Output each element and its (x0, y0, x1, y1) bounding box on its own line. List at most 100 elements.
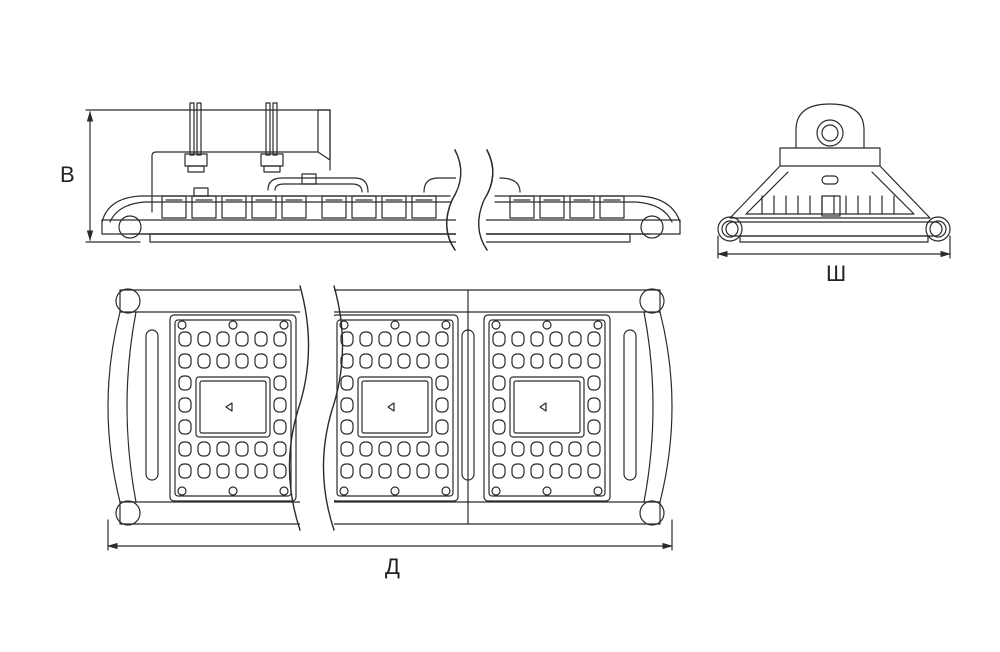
led-lens (587, 375, 601, 391)
end-tube-left-inner (721, 220, 739, 238)
cooling-fin (509, 195, 535, 219)
led-lens (273, 375, 287, 391)
led-lens (511, 353, 525, 369)
led-lens (216, 441, 230, 457)
screw (228, 320, 238, 330)
screw (279, 486, 289, 496)
cooling-fin (191, 195, 217, 219)
led-lens (216, 331, 230, 347)
end-fins (761, 195, 895, 217)
cooling-fin (351, 195, 377, 219)
plan-break-left (288, 285, 310, 531)
led-lens (235, 331, 249, 347)
cooling-fin (321, 195, 347, 219)
screw (390, 320, 400, 330)
cap-top-left (115, 288, 141, 314)
led-module (169, 314, 297, 502)
led-lens (530, 441, 544, 457)
led-lens (549, 463, 563, 479)
end-tube-right (925, 216, 951, 242)
end-lens (739, 235, 929, 243)
cooling-fin (539, 195, 565, 219)
end-view (716, 103, 952, 259)
cable-gland (301, 173, 317, 185)
mount-bolt-right (260, 102, 284, 173)
led-lens (178, 375, 192, 391)
led-lens (397, 463, 411, 479)
screw (491, 320, 501, 330)
led-lens (435, 419, 449, 435)
led-lens (178, 353, 192, 369)
led-lens (511, 441, 525, 457)
mount-bolt-left (184, 102, 208, 173)
led-lens (587, 463, 601, 479)
led-lens (492, 419, 506, 435)
led-lens (587, 441, 601, 457)
arrow-icon (225, 402, 233, 412)
led-module (483, 314, 611, 502)
module-inner-frame (488, 319, 606, 497)
led-lens (378, 331, 392, 347)
height-label: В (60, 162, 75, 187)
led-lens (340, 397, 354, 413)
driver-block (357, 376, 433, 438)
led-lens (568, 441, 582, 457)
end-base (725, 221, 943, 237)
cooling-fin (381, 195, 407, 219)
module-frame (483, 314, 611, 502)
driver-block (195, 376, 271, 438)
led-lens (568, 463, 582, 479)
led-lens (254, 331, 268, 347)
end-connector (821, 195, 841, 217)
cooling-fin (251, 195, 277, 219)
end-curve-left (107, 311, 121, 503)
arrow-icon (387, 402, 395, 412)
led-lens (568, 353, 582, 369)
side-slot-right (623, 329, 637, 481)
led-lens (530, 463, 544, 479)
led-lens (492, 463, 506, 479)
end-curve-left-inner (126, 311, 137, 503)
cooling-fin (569, 195, 595, 219)
screw (593, 320, 603, 330)
top-rail (119, 289, 661, 313)
mount-eye-hole (816, 119, 844, 147)
side-slot-left (145, 329, 159, 481)
side-view (85, 102, 681, 252)
led-lens (235, 441, 249, 457)
led-lens (340, 441, 354, 457)
led-lens (254, 353, 268, 369)
lens-strip (149, 233, 631, 243)
led-lens (492, 353, 506, 369)
module-frame (169, 314, 297, 502)
led-lens (254, 441, 268, 457)
led-lens (235, 463, 249, 479)
led-lens (178, 331, 192, 347)
led-lens (568, 331, 582, 347)
led-lens (397, 331, 411, 347)
led-lens (216, 353, 230, 369)
led-lens (378, 441, 392, 457)
screw (441, 320, 451, 330)
mount-eye-hole-inner (821, 124, 839, 142)
cable-pipe-1-inner (274, 183, 363, 193)
body-inner-curve-left (109, 201, 451, 223)
led-lens (435, 353, 449, 369)
led-lens (273, 397, 287, 413)
led-lens (549, 353, 563, 369)
mount-eye (795, 103, 865, 149)
end-tube-left (717, 216, 743, 242)
led-lens (511, 331, 525, 347)
cooling-fin (599, 195, 625, 219)
screw (177, 486, 187, 496)
led-lens (273, 353, 287, 369)
body-top-curve-left (101, 195, 451, 223)
led-lens (416, 353, 430, 369)
led-lens (340, 375, 354, 391)
led-lens (587, 353, 601, 369)
driver-block-inner (513, 380, 581, 434)
screw (542, 320, 552, 330)
led-lens (492, 331, 506, 347)
plan-break-right (322, 285, 344, 531)
